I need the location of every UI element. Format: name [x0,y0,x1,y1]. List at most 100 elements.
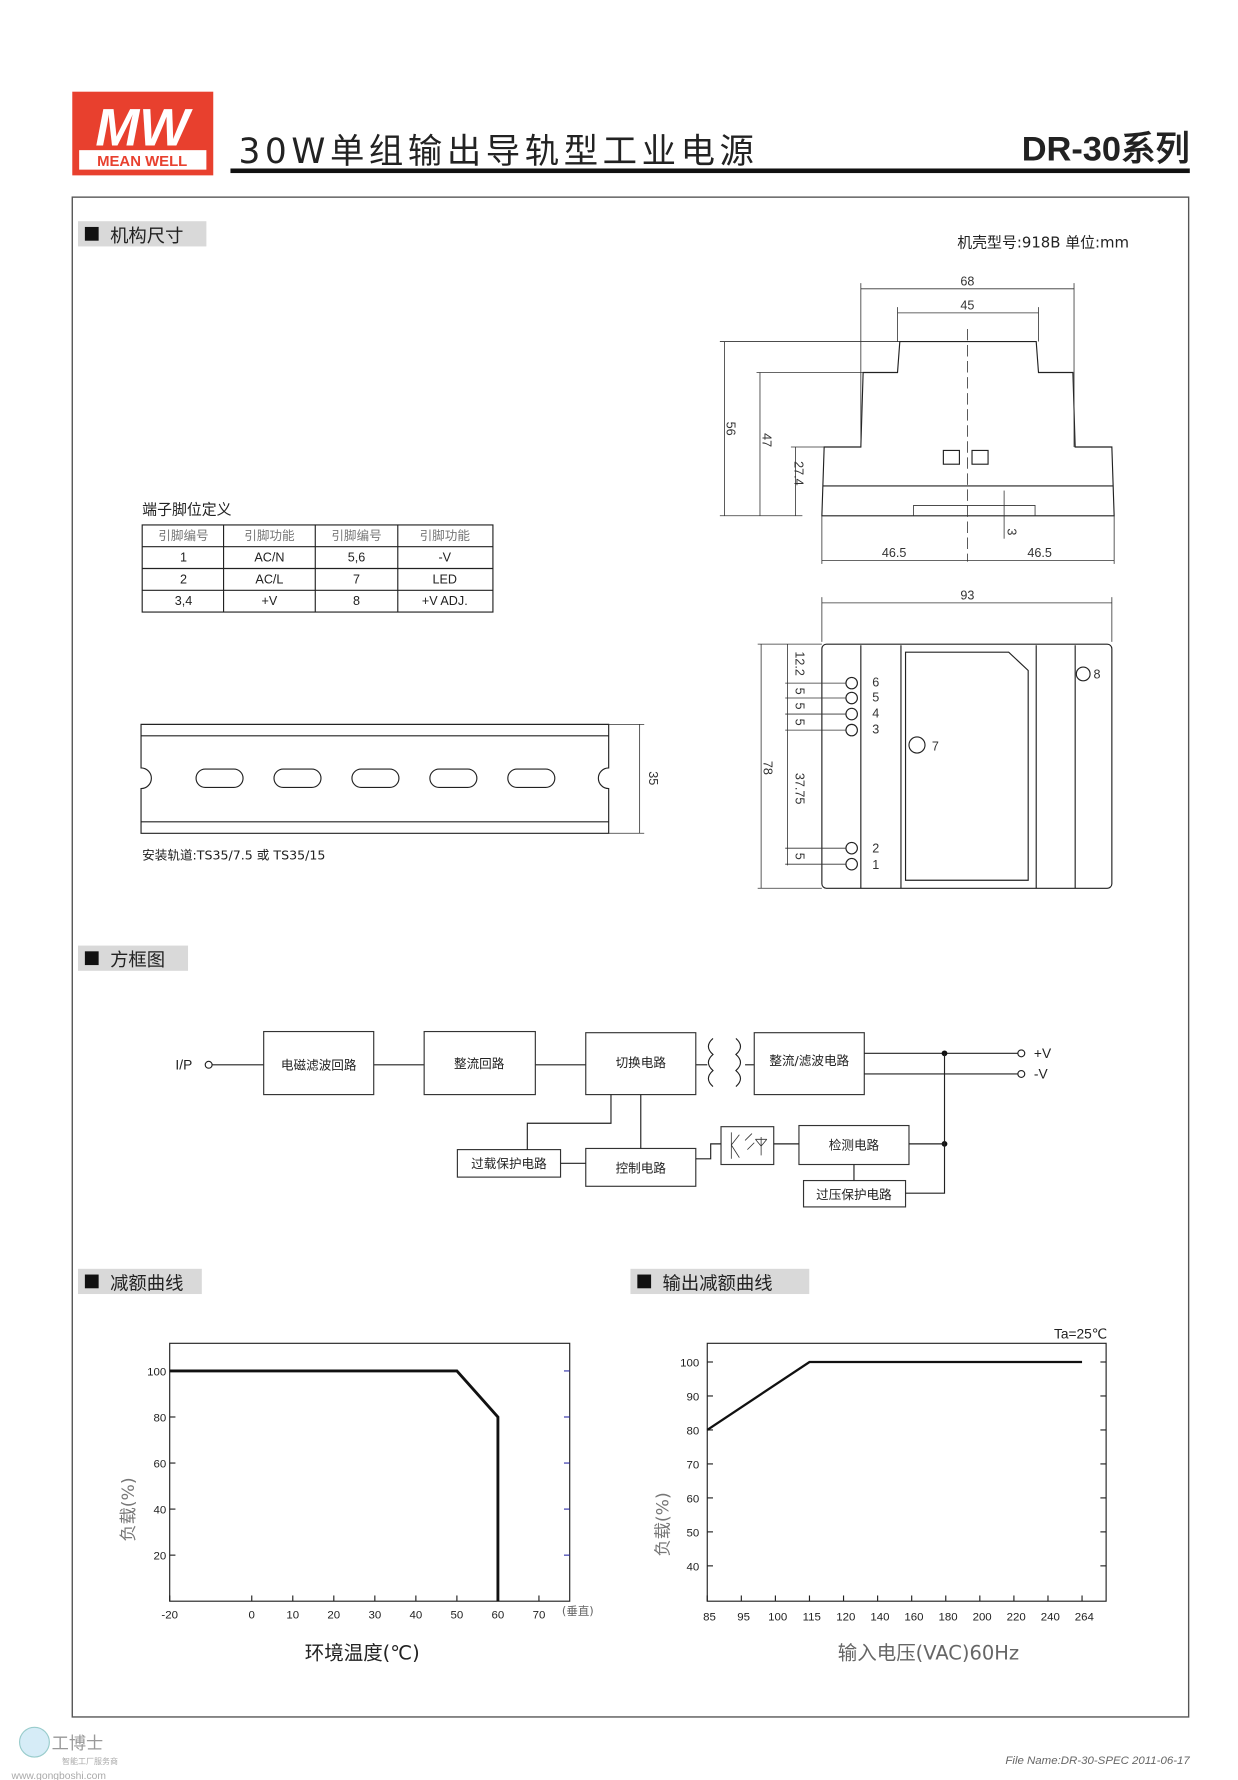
y-tick-label: 50 [686,1527,699,1539]
pin-table-cell: 8 [353,594,360,608]
block-overload-protection: 过载保护电路 [456,1149,562,1178]
x-tick-label: 240 [1041,1612,1060,1624]
chart2-ylabel: 负载(%) [653,1492,673,1556]
svg-text:47: 47 [759,433,773,447]
pin-table-header: 引脚功能 [420,528,471,543]
output-pos-label: +V [1034,1046,1052,1061]
svg-text:45: 45 [960,298,974,312]
pin-table-cell: AC/N [254,551,284,565]
y-tick-label: 80 [686,1426,699,1438]
pin-table-header: 引脚功能 [244,528,295,543]
svg-text:4: 4 [872,707,879,721]
svg-text:整流回路: 整流回路 [454,1056,505,1071]
pin-table-cell: 3,4 [175,594,193,608]
pin-table-cell: 5,6 [348,551,366,565]
chart1-x-extra: (垂直) [562,1604,594,1618]
section-header-mechanical: 机构尺寸 [78,221,207,247]
svg-text:2: 2 [872,842,879,856]
input-label: I/P [175,1057,192,1072]
block-rectifier: 整流回路 [423,1030,536,1096]
svg-text:过压保护电路: 过压保护电路 [816,1187,892,1202]
block-output-rectifier: 整流/滤波电路 [753,1032,865,1096]
chart1-xlabel: 环境温度(℃) [305,1642,420,1665]
pin-table-header: 引脚编号 [331,528,381,543]
x-tick-label: 10 [286,1609,299,1621]
svg-text:46.5: 46.5 [1027,546,1052,560]
x-tick-label: 60 [492,1609,505,1621]
chart1-ylabel: 负载(%) [119,1477,139,1541]
x-tick-label: 140 [870,1612,889,1624]
svg-text:方框图: 方框图 [110,950,165,971]
x-tick-label: 160 [904,1612,923,1624]
svg-text:5: 5 [793,703,807,710]
x-tick-label: 40 [409,1609,422,1621]
pin-table-cell: +V ADJ. [422,594,468,608]
x-tick-label: 0 [249,1609,255,1621]
svg-text:电磁滤波回路: 电磁滤波回路 [281,1057,357,1072]
logo-mark: MW [95,99,193,158]
plot-frame [706,1342,1107,1602]
svg-text:控制电路: 控制电路 [616,1161,667,1176]
led-hole [908,736,926,754]
block-control: 控制电路 [585,1147,697,1187]
x-tick-label: 70 [533,1609,546,1621]
x-tick-label: -20 [161,1609,178,1621]
svg-text:35: 35 [646,771,660,785]
output-neg-label: -V [1034,1067,1049,1082]
pin-table-cell: LED [433,572,458,586]
svg-text:检测电路: 检测电路 [829,1138,880,1153]
svg-text:www.gongboshi.com: www.gongboshi.com [11,1771,106,1780]
svg-text:5: 5 [872,690,879,704]
svg-text:3: 3 [872,723,879,737]
pin-table-title: 端子脚位定义 [142,501,231,519]
svg-text:工博士: 工博士 [52,1734,104,1754]
svg-text:5: 5 [793,853,807,860]
svg-text:56: 56 [724,422,738,436]
vadj-hole [1075,666,1091,682]
svg-text:68: 68 [960,274,974,288]
section-header-output-derating: 输出减额曲线 [630,1268,810,1294]
block-detection: 检测电路 [798,1124,910,1166]
terminal-screws [785,676,858,871]
content-frame [71,196,1190,1718]
x-tick-label: 120 [836,1612,855,1624]
pin-table-cell: AC/L [255,572,283,586]
y-tick-label: 70 [686,1460,699,1472]
y-tick-label: 40 [686,1561,699,1573]
svg-text:智能工厂服务商: 智能工厂服务商 [62,1756,118,1766]
doc-title: 30W单组输出导轨型工业电源 [238,132,758,172]
y-tick-label: 80 [154,1413,167,1425]
svg-text:27.4: 27.4 [791,461,805,486]
y-tick-label: 20 [154,1551,167,1563]
y-tick-label: 60 [154,1459,167,1471]
svg-text:6: 6 [872,676,879,690]
block-diagram: I/P 电磁滤波回路 整流回路 切换电路 整流/滤波电路 过载保护电路 控制电路… [175,1030,1052,1208]
pin-table-header: 引脚编号 [158,528,208,543]
x-tick-label: 264 [1075,1612,1095,1624]
svg-text:8: 8 [1094,668,1101,682]
pin-table-cell: 7 [353,572,360,586]
block-overvoltage-protection: 过压保护电路 [802,1179,907,1208]
svg-text:37.75: 37.75 [793,773,807,805]
series-line-load [169,1369,500,1602]
section-header-derating: 减额曲线 [78,1268,202,1294]
svg-text:机构尺寸: 机构尺寸 [110,226,183,247]
plot-frame [169,1342,571,1602]
din-rail-drawing: 35 [140,723,660,834]
y-tick-label: 60 [686,1493,699,1505]
series-line-load [706,1360,1083,1431]
svg-text:7: 7 [932,740,939,754]
watermark-logo: 工博士 智能工厂服务商 www.gongboshi.com [11,1726,118,1780]
meanwell-logo: MW MEAN WELL [72,91,214,176]
y-tick-label: 100 [147,1367,166,1379]
x-tick-label: 115 [803,1612,821,1624]
y-tick-label: 90 [686,1392,699,1404]
svg-text:输出减额曲线: 输出减额曲线 [663,1273,773,1294]
chart2-xlabel: 输入电压(VAC)60Hz [838,1642,1019,1665]
pin-table-cell: 1 [180,551,187,565]
svg-text:切换电路: 切换电路 [616,1055,667,1070]
pin-table-cell: -V [438,551,451,565]
block-emi-filter: 电磁滤波回路 [263,1030,375,1096]
